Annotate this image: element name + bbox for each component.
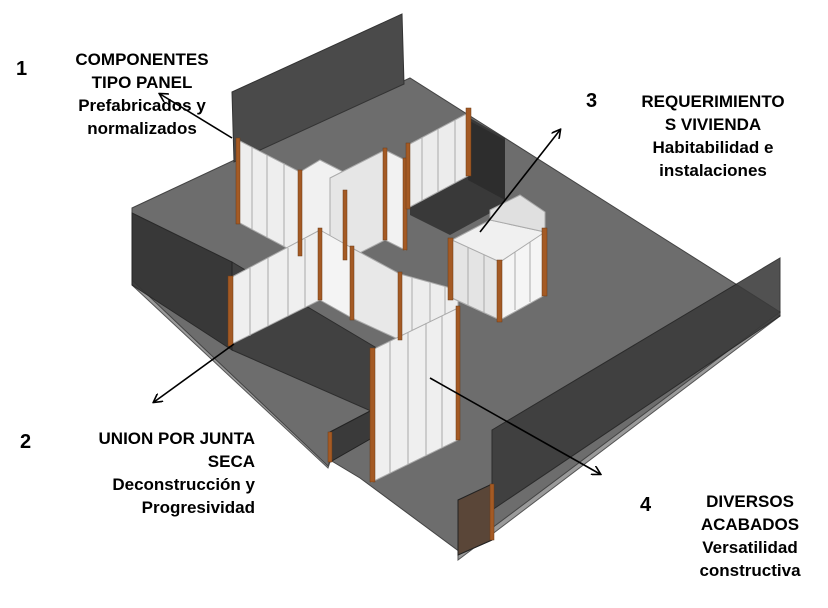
panels-right-room [407,111,546,321]
annotation-4-number: 4 [640,494,652,516]
annotation-2-desc-line1: Deconstrucción y [112,475,255,494]
annotation-3-desc-line1: Habitabilidad e [652,138,774,157]
right-glass-wall [491,257,781,511]
arrow-3 [479,130,560,233]
annotation-4-title-line2: ACABADOS [700,515,800,534]
panels-center-block [229,229,459,346]
annotation-2-text: UNION POR JUNTA SECA Deconstrucción y Pr… [40,427,255,519]
annotation-1-title-line1: COMPONENTES [75,50,209,69]
arrow-2 [154,343,235,402]
annotation-1-desc-line2: normalizados [87,119,197,138]
annotation-1-desc-line1: Prefabricados y [78,96,206,115]
annotation-3-title-line2: S VIVIENDA [664,115,762,134]
annotation-3-number: 3 [586,90,598,112]
annotation-2-title-line1: UNION POR JUNTA [98,429,255,448]
annotation-4-desc-line2: constructiva [699,561,801,580]
annotation-3-title-line1: REQUERIMIENTO [641,92,785,111]
annotation-4-text: DIVERSOS ACABADOS Versatilidad construct… [680,490,820,582]
panels-front-block [371,307,459,483]
annotation-2-number: 2 [20,431,32,453]
annotation-3-desc-line2: instalaciones [659,161,767,180]
dry-joints [227,107,548,541]
annotation-arrows [154,94,600,474]
annotation-4-desc-line1: Versatilidad [702,538,798,557]
arrow-4 [429,377,600,474]
annotation-2-desc-line2: Progresividad [141,498,255,517]
annotation-3-text: REQUERIMIENTO S VIVIENDA Habitabilidad e… [608,90,818,182]
annotation-1-text: COMPONENTES TIPO PANEL Prefabricados y n… [52,48,232,140]
arrow-1 [160,94,233,139]
annotation-2-title-line2: SECA [207,452,255,471]
annotation-1-title-line2: TIPO PANEL [91,73,193,92]
annotation-4-title-line1: DIVERSOS [706,492,794,511]
back-left-glass-wall [231,13,405,163]
annotation-1-number: 1 [16,58,28,80]
